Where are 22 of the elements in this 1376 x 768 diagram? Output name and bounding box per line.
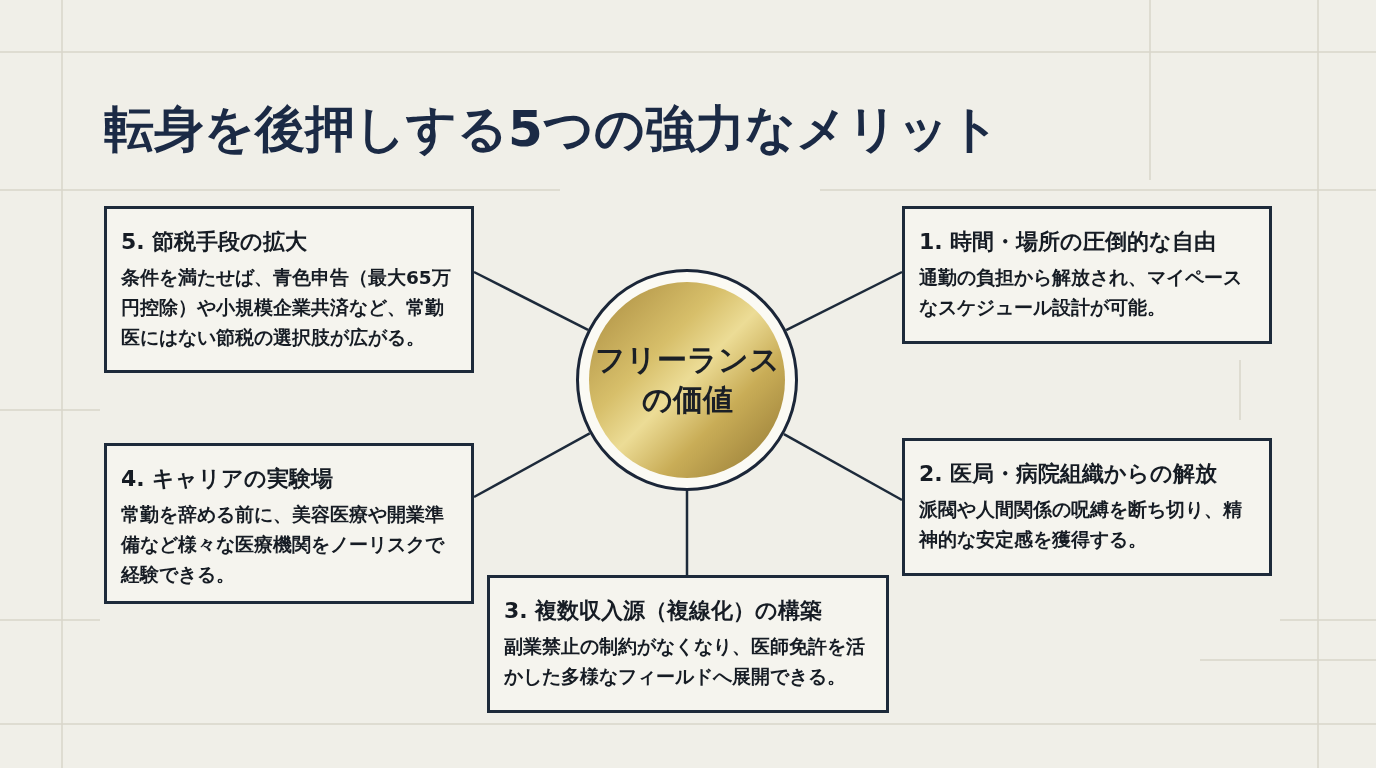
box-text: 通勤の負担から解放され、マイペースなスケジュール設計が可能。 (919, 266, 1243, 320)
circle-label: フリーランスの価値 (594, 341, 780, 419)
benefit-box (487, 575, 889, 713)
benefit-box (104, 206, 474, 373)
box-heading: 3. 複数収入源（複線化）の構築 (504, 597, 824, 625)
connector-line (785, 270, 903, 332)
box-heading: 5. 節税手段の拡大 (121, 228, 309, 256)
benefit-box (902, 206, 1272, 344)
box-heading: 4. キャリアの実験場 (121, 465, 335, 493)
box-heading: 2. 医局・病院組織からの解放 (919, 460, 1219, 488)
benefit-box (902, 438, 1272, 576)
connector-line (783, 433, 903, 502)
box-text: 条件を満たせば、青色申告（最大65万円控除）や小規模企業共済など、常勤医にはない節税の選択肢が広がる。 (121, 266, 452, 350)
slide-title: 転身を後押しする5つの強力なメリット (104, 99, 1000, 160)
connector-line (473, 270, 589, 331)
benefit-box (104, 443, 474, 604)
box-text: 派閥や人間関係の呪縛を断ち切り、精神的な安定感を獲得する。 (919, 498, 1243, 552)
box-text: 副業禁止の制約がなくなり、医師免許を活かした多様なフィールドへ展開できる。 (504, 635, 866, 689)
connector-line (685, 491, 689, 575)
box-heading: 1. 時間・場所の圧倒的な自由 (919, 228, 1218, 256)
connector-line (473, 432, 591, 499)
box-text: 常勤を辞める前に、美容医療や開業準備など様々な医療機関をノーリスクで経験できる。 (121, 503, 446, 587)
